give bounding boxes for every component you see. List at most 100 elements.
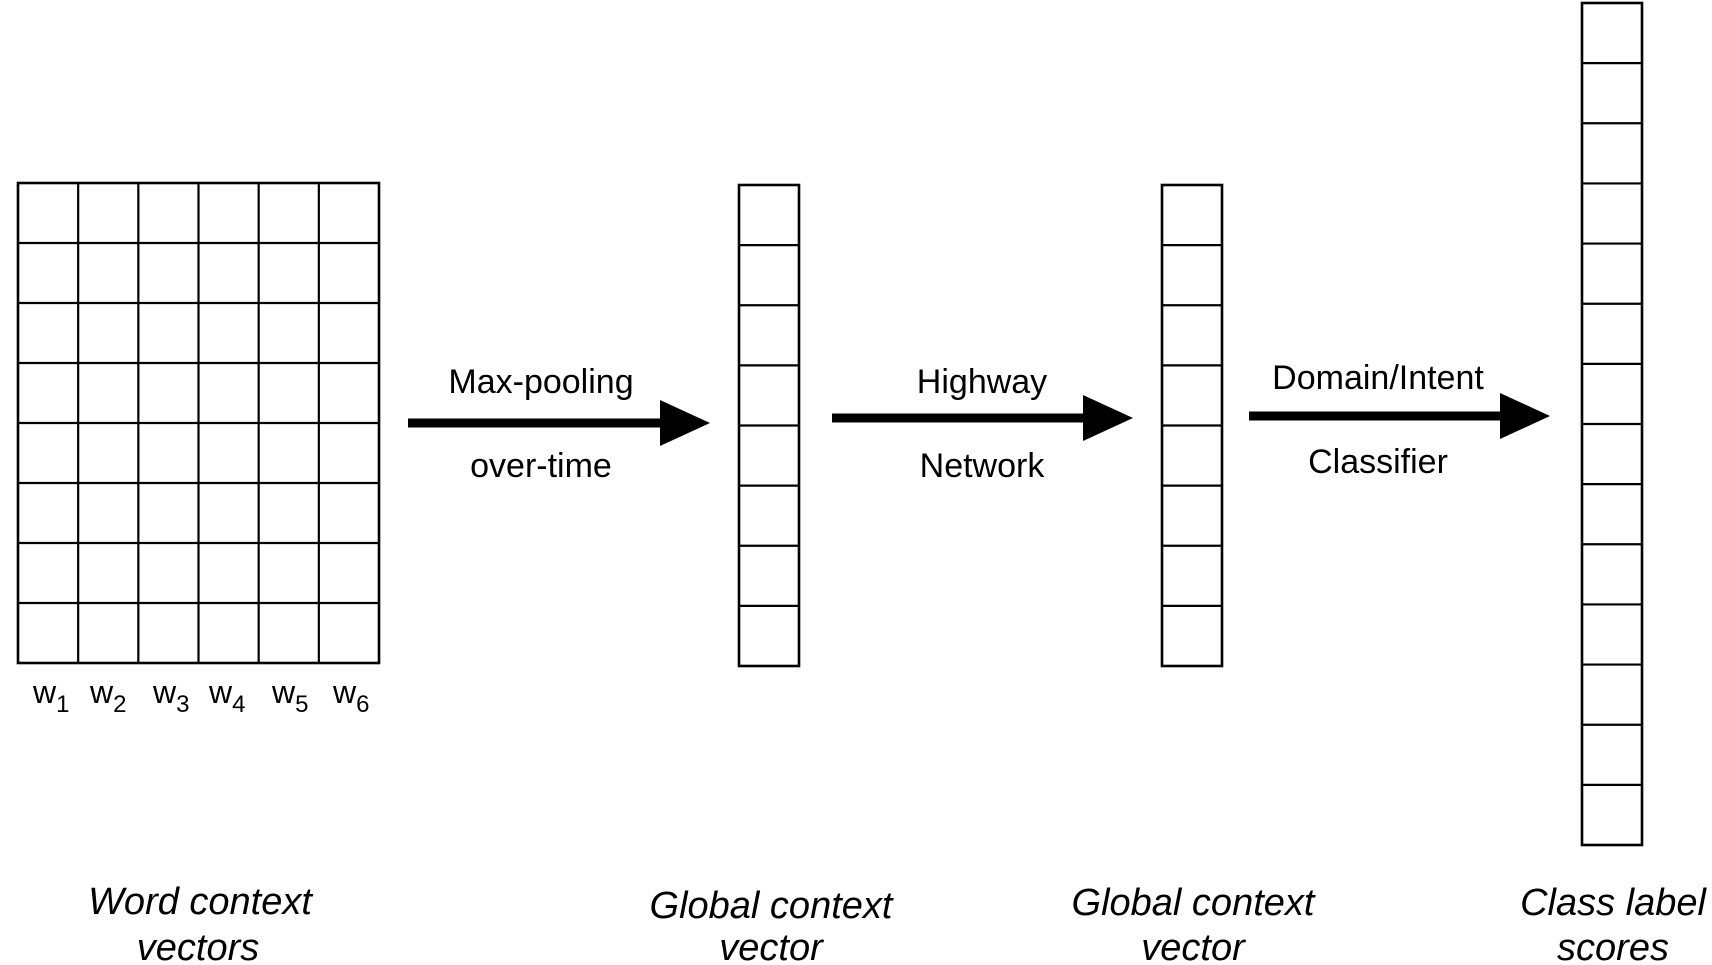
word-matrix-cell (138, 483, 199, 543)
pooled-vector-cell (739, 605, 799, 666)
word-label-3: w3 (152, 674, 189, 718)
class-vector-cell (1582, 183, 1642, 244)
word-matrix-cell (318, 543, 379, 603)
word-matrix-cell (198, 603, 259, 663)
highway-vector-cell (1162, 305, 1222, 366)
pooled-vector-caption-line-2: vector (719, 927, 824, 965)
highway-network-arrow (832, 395, 1133, 441)
highway-vector-cell (1162, 545, 1222, 606)
highway-vector-caption-line-2: vector (1141, 927, 1246, 965)
class-vector-border (1580, 1, 1644, 847)
highway-vector-cell (1162, 245, 1222, 306)
word-matrix-cell (138, 423, 199, 483)
word-matrix-cell (198, 423, 259, 483)
word-matrix-cell (258, 243, 319, 303)
max-pooling-arrow (408, 400, 710, 446)
word-label-5: w5 (271, 674, 308, 718)
class-vector-cell (1582, 484, 1642, 545)
word-matrix-cell (318, 303, 379, 363)
word-matrix-cell (78, 303, 139, 363)
word-matrix-cell (198, 543, 259, 603)
word-matrix-cell (138, 543, 199, 603)
class-vector-cell (1582, 363, 1642, 424)
classifier-label-line-1: Domain/Intent (1272, 359, 1484, 397)
word-matrix-cell (318, 603, 379, 663)
global-context-vector-highway (1160, 183, 1224, 668)
word-matrix-cell (18, 543, 79, 603)
class-vector-cell (1582, 544, 1642, 605)
max-pooling-label-line-2: over-time (470, 447, 612, 485)
word-matrix-cell (18, 183, 79, 243)
word-matrix-cell (198, 183, 259, 243)
highway-network-label-line-2: Network (920, 447, 1046, 485)
word-matrix-caption-line-1: Word context (88, 881, 313, 923)
word-matrix-cell (318, 243, 379, 303)
word-matrix-cell (258, 303, 319, 363)
highway-vector-cell (1162, 425, 1222, 486)
word-matrix-cell (258, 363, 319, 423)
class-label-scores-vector (1580, 1, 1644, 847)
highway-vector-cell (1162, 605, 1222, 666)
word-matrix-cell (18, 303, 79, 363)
word-matrix-cell (78, 543, 139, 603)
word-matrix-border (16, 181, 381, 665)
word-matrix-cell (78, 183, 139, 243)
pooled-vector-caption-line-1: Global context (650, 885, 894, 927)
word-matrix-cell (78, 483, 139, 543)
word-context-matrix (16, 181, 381, 665)
word-matrix-cell (78, 243, 139, 303)
word-label-2: w2 (89, 674, 126, 718)
class-vector-cell (1582, 724, 1642, 785)
highway-vector-border (1160, 183, 1224, 668)
class-vector-cell (1582, 664, 1642, 725)
word-matrix-cell (138, 243, 199, 303)
classifier-label-line-2: Classifier (1308, 443, 1448, 481)
highway-vector-cell (1162, 365, 1222, 426)
pooled-vector-border (737, 183, 801, 668)
word-matrix-cell (258, 183, 319, 243)
class-vector-cell (1582, 123, 1642, 184)
class-scores-caption-line-1: Class label (1520, 882, 1707, 924)
highway-vector-cell (1162, 485, 1222, 546)
word-matrix-cell (318, 483, 379, 543)
highway-network-label-line-1: Highway (917, 363, 1047, 401)
word-matrix-cell (198, 483, 259, 543)
pooled-vector-cell (739, 425, 799, 486)
class-vector-cell (1582, 303, 1642, 364)
word-matrix-cell (318, 183, 379, 243)
word-matrix-cell (18, 603, 79, 663)
pooled-vector-cell (739, 245, 799, 306)
word-matrix-cell (138, 363, 199, 423)
word-matrix-cell (78, 363, 139, 423)
word-matrix-cell (318, 423, 379, 483)
word-matrix-cell (258, 543, 319, 603)
highway-vector-cell (1162, 185, 1222, 246)
word-matrix-cell (198, 363, 259, 423)
pooled-vector-cell (739, 185, 799, 246)
global-context-vector-pooled (737, 183, 801, 668)
pooled-vector-cell (739, 485, 799, 546)
word-matrix-cell (78, 603, 139, 663)
pooled-vector-cell (739, 545, 799, 606)
word-label-6: w6 (332, 674, 369, 718)
class-vector-cell (1582, 243, 1642, 304)
word-matrix-cell (258, 483, 319, 543)
word-matrix-caption-line-2: vectors (137, 927, 259, 965)
word-matrix-cell (258, 423, 319, 483)
class-vector-cell (1582, 3, 1642, 64)
word-matrix-cell (138, 183, 199, 243)
pooled-vector-cell (739, 365, 799, 426)
word-matrix-cell (138, 303, 199, 363)
word-label-1: w1 (32, 674, 69, 718)
class-scores-caption-line-2: scores (1557, 927, 1669, 965)
word-matrix-cell (258, 603, 319, 663)
class-vector-cell (1582, 604, 1642, 665)
word-matrix-cell (18, 483, 79, 543)
class-vector-cell (1582, 424, 1642, 485)
pooled-vector-cell (739, 305, 799, 366)
classifier-arrow (1249, 393, 1550, 439)
word-matrix-cell (18, 423, 79, 483)
class-vector-cell (1582, 784, 1642, 845)
word-matrix-cell (18, 243, 79, 303)
word-labels: w1 w2 w3 w4 w5 w6 (32, 674, 369, 718)
